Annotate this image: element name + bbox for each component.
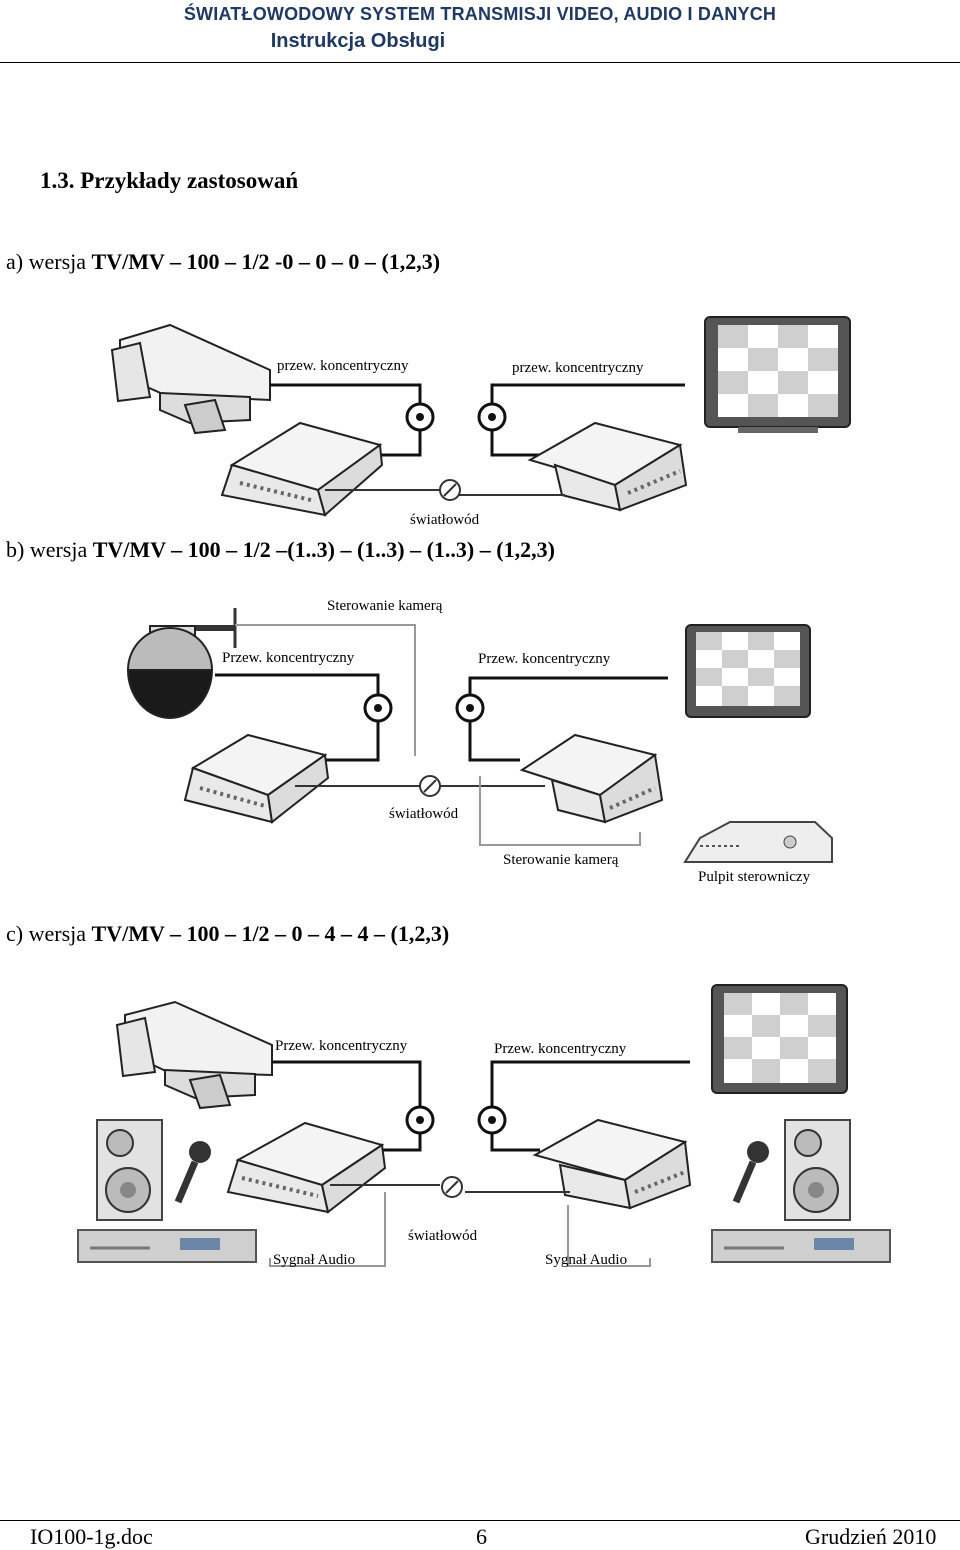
camera-housing-icon: [115, 1000, 273, 1110]
coax-connector-icon: [477, 402, 507, 432]
monitor-icon: [704, 316, 851, 433]
label-console: Pulpit sterowniczy: [698, 869, 811, 885]
caption-a-version: TV/MV – 100 – 1/2 -0 – 0 – 0 – (1,2,3): [91, 249, 441, 274]
caption-b-version: TV/MV – 100 – 1/2 –(1..3) – (1..3) – (1.…: [92, 537, 555, 562]
caption-c-prefix: c) wersja: [6, 921, 92, 946]
microphone-icon: [174, 1141, 211, 1204]
label-control-b-bottom: Sterowanie kamerą: [503, 852, 619, 868]
fiber-coupler-icon: [419, 775, 441, 797]
monitor-icon: [685, 624, 811, 718]
section-title: 1.3. Przykłady zastosowań: [40, 168, 299, 193]
label-audio-c-left: Sygnał Audio: [273, 1252, 356, 1268]
transmitter-device-icon: [226, 1121, 387, 1214]
camera-housing-icon: [110, 323, 271, 435]
footer-rule: [0, 1520, 960, 1521]
dome-camera-icon: [126, 608, 237, 719]
coax-connector-icon: [455, 693, 485, 723]
speaker-icon: [784, 1119, 851, 1221]
monitor-icon: [711, 984, 848, 1094]
footer-doc-name: IO100-1g.doc: [30, 1524, 153, 1549]
caption-c-version: TV/MV – 100 – 1/2 – 0 – 4 – 4 – (1,2,3): [91, 921, 450, 946]
fiber-coupler-icon: [439, 479, 461, 501]
caption-a: a) wersja TV/MV – 100 – 1/2 -0 – 0 – 0 –…: [6, 249, 440, 275]
microphone-icon: [732, 1141, 769, 1204]
caption-c: c) wersja TV/MV – 100 – 1/2 – 0 – 4 – 4 …: [6, 921, 449, 947]
label-coax-a-left: przew. koncentryczny: [277, 358, 409, 374]
audio-deck-icon: [77, 1229, 257, 1263]
label-coax-c-left: Przew. koncentryczny: [275, 1038, 408, 1054]
label-coax-a-right: przew. koncentryczny: [512, 360, 644, 376]
diagram-a: [110, 316, 851, 517]
label-coax-b-left: Przew. koncentryczny: [222, 650, 355, 666]
caption-a-prefix: a) wersja: [6, 249, 92, 274]
document-header-subtitle: Instrukcja Obsługi: [270, 30, 446, 52]
fiber-coupler-icon: [441, 1176, 463, 1198]
receiver-device-icon: [532, 1118, 692, 1210]
diagram-b: [126, 608, 833, 863]
diagram-c: [77, 984, 891, 1267]
label-fiber-a: światłowód: [410, 512, 480, 528]
coax-connector-icon: [477, 1105, 507, 1135]
transmitter-device-icon: [183, 733, 330, 824]
receiver-device-icon: [519, 733, 664, 824]
coax-connector-icon: [405, 1105, 435, 1135]
label-audio-c-right: Sygnał Audio: [545, 1252, 628, 1268]
transmitter-device-icon: [220, 421, 384, 517]
coax-connector-icon: [363, 693, 393, 723]
footer-date: Grudzień 2010: [805, 1524, 937, 1549]
speaker-icon: [96, 1119, 163, 1221]
label-coax-c-right: Przew. koncentryczny: [494, 1041, 627, 1057]
receiver-device-icon: [527, 421, 688, 512]
header-rule: [0, 62, 960, 63]
audio-deck-icon: [711, 1229, 891, 1263]
control-console-icon: [683, 821, 833, 863]
label-coax-b-right: Przew. koncentryczny: [478, 651, 611, 667]
footer-page-number: 6: [476, 1524, 487, 1549]
document-header-title: ŚWIATŁOWODOWY SYSTEM TRANSMISJI VIDEO, A…: [183, 4, 777, 24]
label-fiber-b: światłowód: [389, 806, 459, 822]
label-control-b-top: Sterowanie kamerą: [327, 598, 443, 614]
caption-b: b) wersja TV/MV – 100 – 1/2 –(1..3) – (1…: [6, 537, 555, 563]
label-fiber-c: światłowód: [408, 1228, 478, 1244]
caption-b-prefix: b) wersja: [6, 537, 93, 562]
coax-connector-icon: [405, 402, 435, 432]
